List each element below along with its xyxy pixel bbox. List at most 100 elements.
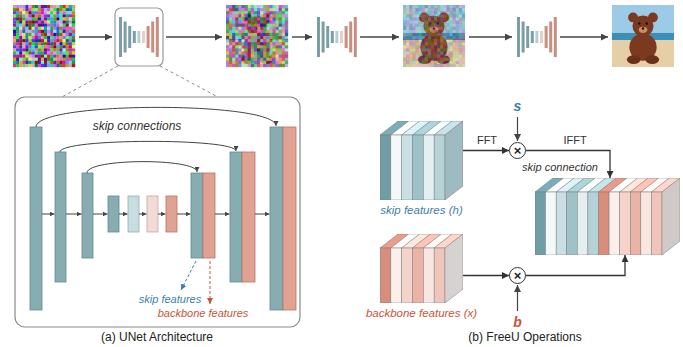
- noisy-image: [266, 48, 269, 51]
- noise-image: [69, 8, 72, 11]
- noise-image: [19, 58, 22, 61]
- noisy-image: [276, 58, 279, 61]
- noisy-image: [257, 36, 260, 39]
- noise-image: [60, 24, 63, 27]
- noisy-image: [235, 33, 238, 36]
- partly-denoised-image: [409, 58, 412, 61]
- partly-denoised-image: [453, 45, 456, 48]
- noisy-image: [263, 48, 266, 51]
- partly-denoised-image: [450, 58, 453, 61]
- flow-arrow: [215, 214, 230, 215]
- noisy-image: [242, 30, 245, 33]
- partly-denoised-image: [446, 58, 449, 61]
- noisy-image: [229, 24, 232, 27]
- flow-arrow: [139, 214, 147, 215]
- noisy-image: [282, 58, 285, 61]
- noisy-image: [273, 30, 276, 33]
- partly-denoised-image: [443, 64, 446, 67]
- noise-image: [63, 36, 66, 39]
- noisy-image: [273, 17, 276, 20]
- noisy-image: [257, 52, 260, 55]
- noisy-image: [245, 64, 248, 67]
- partly-denoised-image: [453, 8, 456, 11]
- partly-denoised-image: [412, 14, 415, 17]
- noisy-image: [248, 21, 251, 24]
- noisy-image: [248, 11, 251, 14]
- partly-denoised-image: [431, 8, 434, 11]
- noisy-image: [229, 11, 232, 14]
- partly-denoised-image: [453, 64, 456, 67]
- block-shape: [662, 178, 680, 255]
- partly-denoised-image: [415, 58, 418, 61]
- noise-image: [32, 11, 35, 14]
- noisy-image: [248, 64, 251, 67]
- noisy-image: [229, 42, 232, 45]
- partly-denoised-image: [459, 14, 462, 17]
- partly-denoised-image: [443, 58, 446, 61]
- noise-image: [38, 33, 41, 36]
- noisy-image: [260, 21, 263, 24]
- noise-image: [66, 8, 69, 11]
- noise-image: [63, 21, 66, 24]
- feature-bar: [128, 196, 139, 232]
- partly-denoised-image: [446, 36, 449, 39]
- noise-image: [44, 55, 47, 58]
- unet-icon: [147, 26, 150, 48]
- partly-denoised-image: [459, 45, 462, 48]
- noise-image: [56, 30, 59, 33]
- partly-denoised-image: [406, 42, 409, 45]
- noise-image: [32, 39, 35, 42]
- noise-image: [47, 8, 50, 11]
- noisy-image: [279, 39, 282, 42]
- noise-image: [41, 48, 44, 51]
- noisy-image: [226, 40, 288, 67]
- noise-image: [69, 64, 72, 67]
- partly-denoised-image: [437, 39, 440, 42]
- noisy-image: [263, 58, 266, 61]
- flow-arrow: [66, 214, 82, 215]
- noisy-image: [243, 34, 270, 61]
- noise-image: [25, 55, 28, 58]
- noisy-image: [232, 17, 235, 20]
- noisy-image: [235, 36, 238, 39]
- noisy-image: [263, 45, 266, 48]
- noise-image: [22, 42, 25, 45]
- partly-denoised-image: [456, 48, 459, 51]
- noisy-image: [251, 61, 254, 64]
- partly-denoised-image: [446, 24, 449, 27]
- partly-denoised-image: [419, 21, 422, 24]
- noisy-image: [226, 24, 229, 27]
- noise-image: [29, 24, 32, 27]
- noisy-image: [242, 48, 245, 51]
- flow-arrow: [360, 36, 399, 37]
- noise-image: [35, 24, 38, 27]
- block-shape: [535, 192, 546, 255]
- feature-bar: [166, 196, 177, 232]
- partly-denoised-image: [425, 21, 428, 24]
- noise-image: [22, 27, 25, 30]
- noisy-image: [232, 33, 235, 36]
- partly-denoised-image: [415, 64, 418, 67]
- noise-image: [35, 36, 38, 39]
- noisy-image: [279, 14, 282, 17]
- noise-image: [69, 39, 72, 42]
- noise-image: [69, 61, 72, 64]
- noise-image: [60, 11, 63, 14]
- connector-arrow: [463, 150, 509, 151]
- noise-image: [72, 21, 75, 24]
- noise-image: [47, 17, 50, 20]
- noise-image: [19, 24, 22, 27]
- noise-image: [13, 48, 16, 51]
- noisy-image: [242, 52, 245, 55]
- noise-image: [66, 58, 69, 61]
- noisy-image: [285, 45, 288, 48]
- partly-denoised-image: [428, 52, 431, 55]
- noisy-image: [235, 21, 238, 24]
- noise-image: [60, 36, 63, 39]
- noisy-image: [226, 45, 229, 48]
- noise-image: [29, 27, 32, 30]
- noisy-image: [263, 64, 266, 67]
- skip-feature-block: skip features (h): [380, 121, 463, 200]
- noisy-image: [235, 27, 238, 30]
- noisy-image: [235, 55, 238, 58]
